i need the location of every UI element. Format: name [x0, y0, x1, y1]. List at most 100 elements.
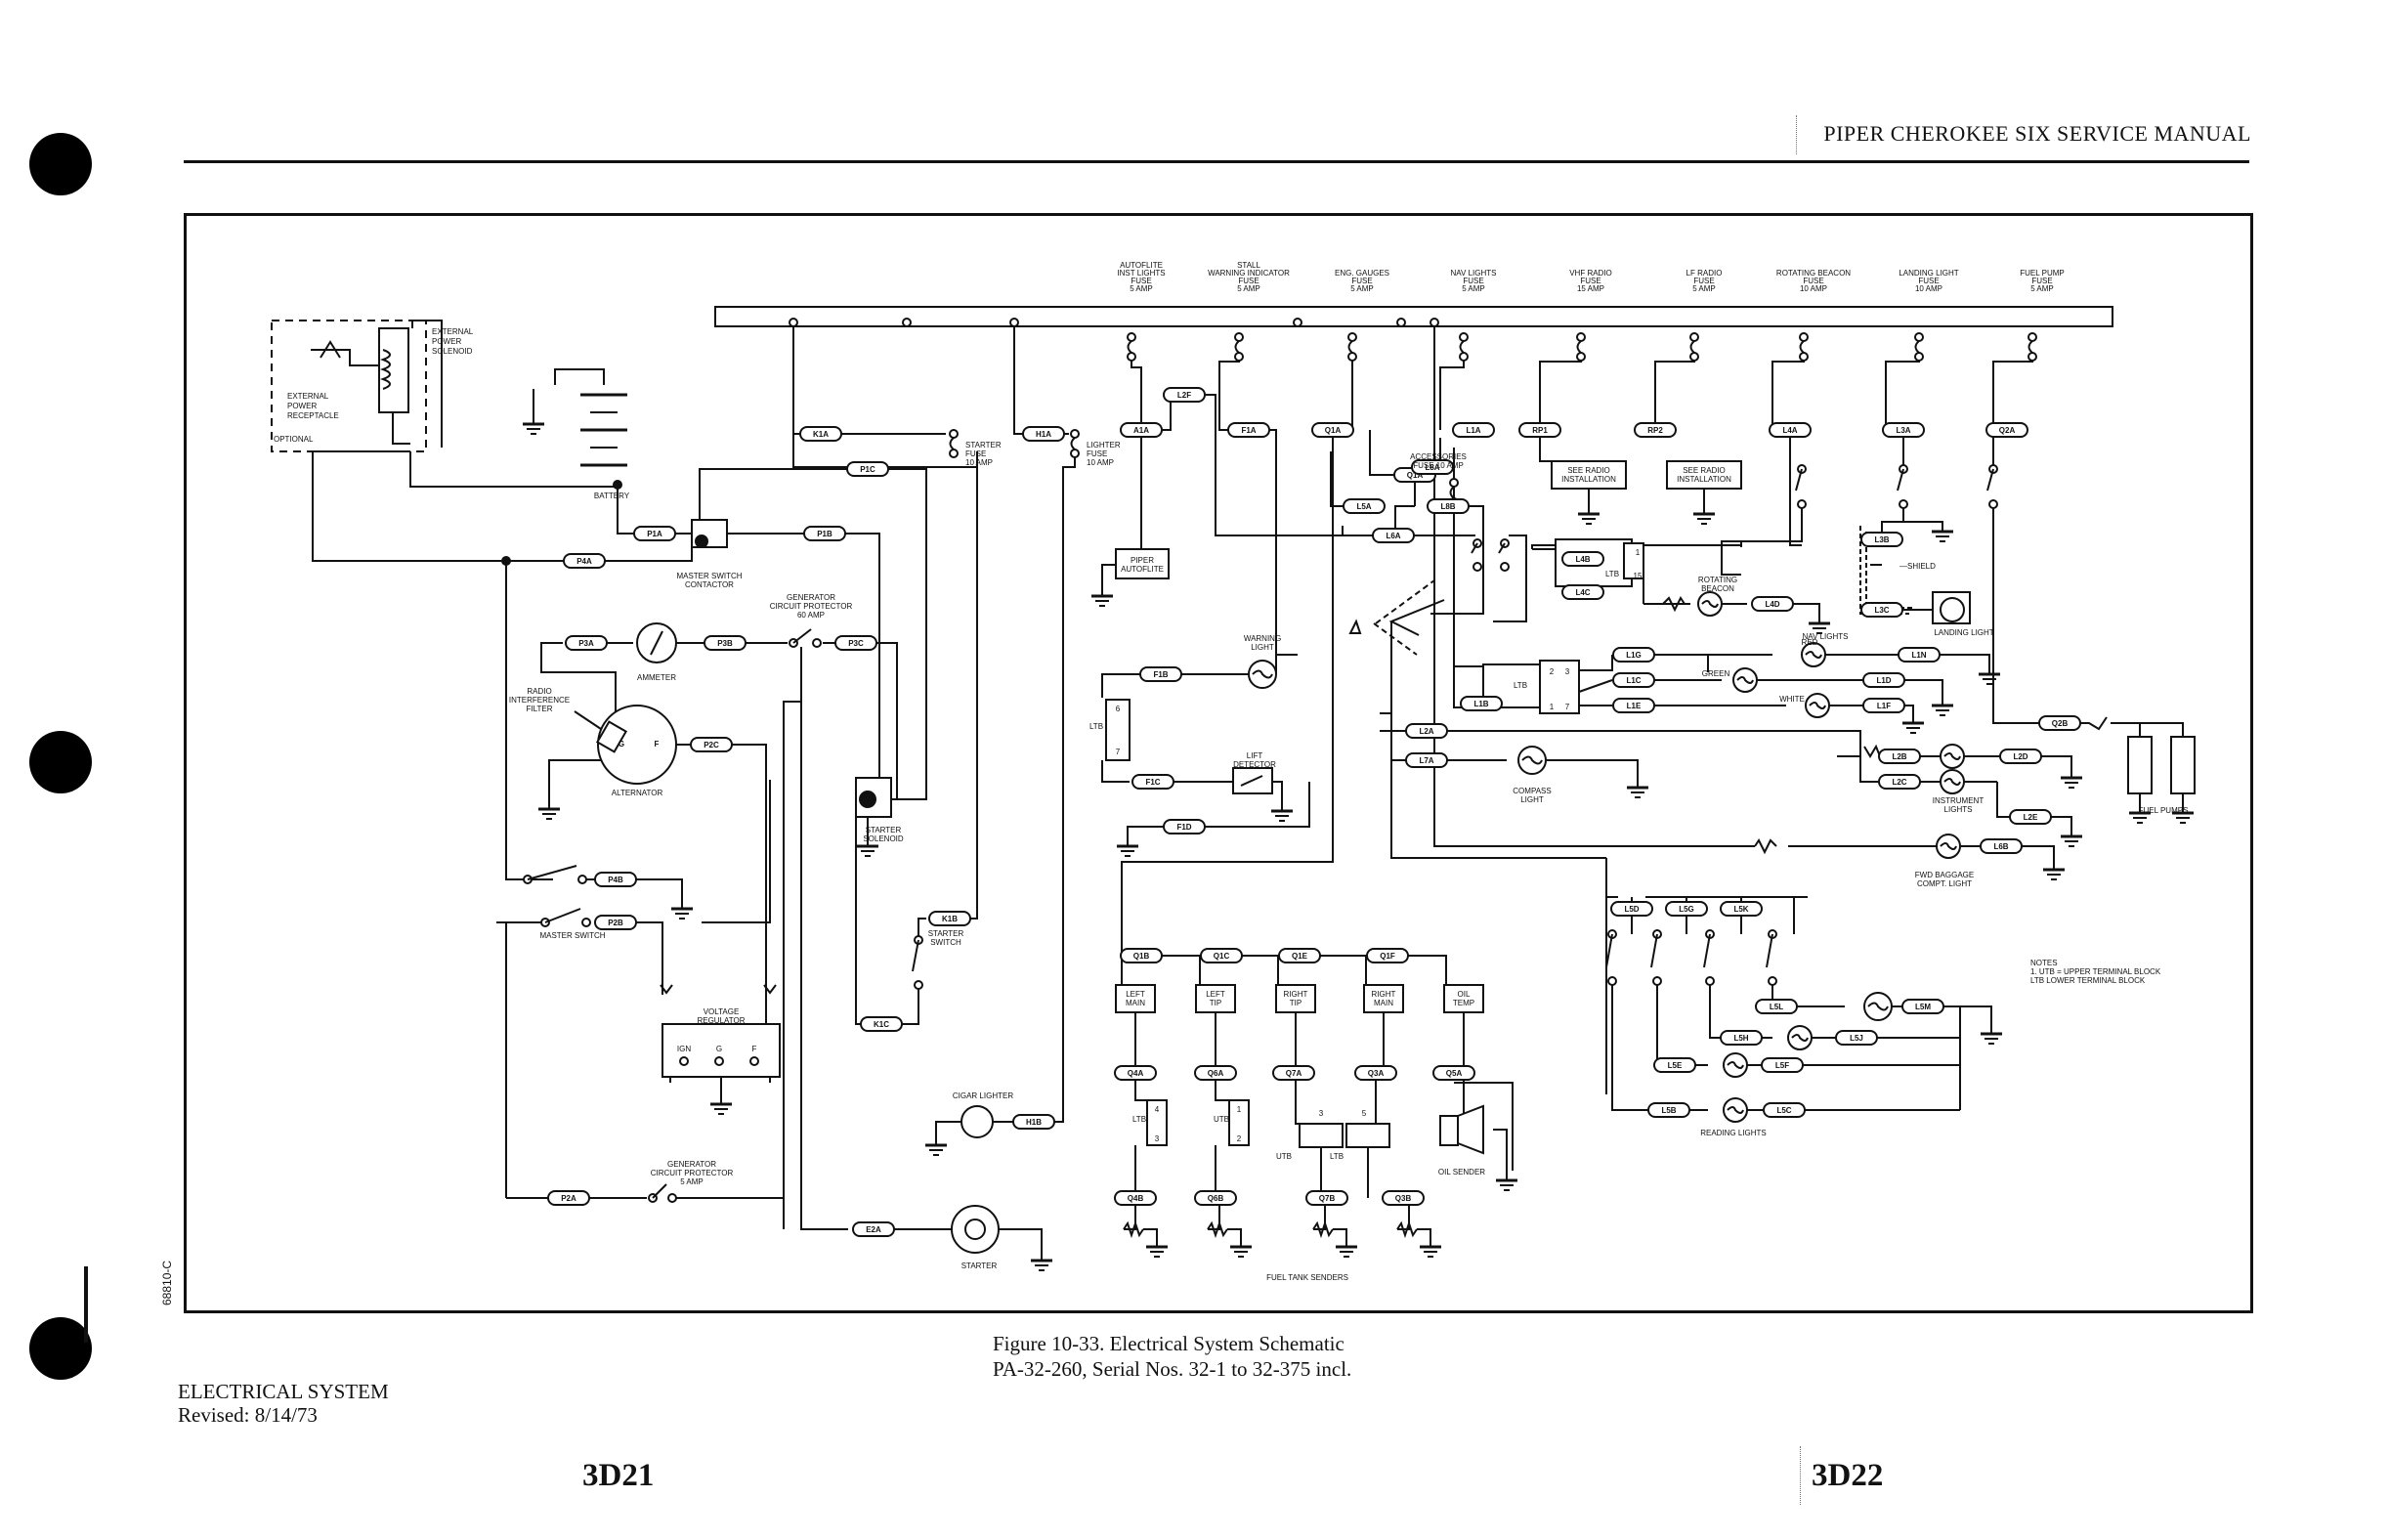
wire — [1992, 504, 2040, 724]
wire — [1996, 782, 2011, 818]
fuse-label: 5 AMP — [1692, 284, 1716, 293]
wire — [1940, 654, 1990, 666]
label: TIP — [1290, 999, 1302, 1007]
wire-tag-l2d-label: L2D — [2013, 752, 2027, 761]
wire — [1272, 781, 1283, 803]
wire-tag-f1c-label: F1C — [1145, 778, 1160, 787]
label: SEE RADIO — [1567, 466, 1610, 475]
label: LTB — [1132, 1115, 1146, 1124]
wire — [392, 412, 410, 445]
label: DETECTOR — [1233, 760, 1276, 769]
label: 5 — [1362, 1109, 1367, 1118]
oil-sender-base — [1439, 1115, 1459, 1146]
terminal — [1347, 332, 1357, 342]
wire-tag-l5a — [1343, 498, 1386, 514]
lamp-filament — [1940, 842, 1957, 850]
fuse-link — [1914, 340, 1920, 354]
label: BATTERY — [594, 492, 630, 500]
label: ACCESSORIES — [1410, 452, 1467, 461]
label: STARTER — [961, 1262, 998, 1270]
terminal — [1705, 976, 1715, 986]
wire-tag-l4a — [1769, 422, 1812, 438]
label: MASTER SWITCH — [676, 572, 742, 580]
fuse-label: INST LIGHTS — [1117, 269, 1165, 278]
terminal — [1234, 352, 1244, 362]
wire — [1439, 357, 1465, 430]
label: SEE RADIO — [1683, 466, 1726, 475]
wire — [409, 451, 618, 488]
label: GREEN — [1702, 669, 1730, 678]
wire — [1208, 1198, 1220, 1230]
wire-tag-p3b-label: P3B — [717, 639, 733, 648]
fuse-label: 5 AMP — [1130, 284, 1153, 293]
label: 10 AMP — [1087, 458, 1114, 467]
fuse-label: FUSE — [1918, 277, 1939, 285]
fuse-link — [1070, 437, 1076, 450]
terminal — [1914, 352, 1924, 362]
wire — [1709, 981, 1726, 1039]
terminal — [1127, 352, 1136, 362]
fuse-link — [1459, 340, 1465, 354]
fuse-link — [1234, 340, 1240, 354]
wire — [1134, 1081, 1147, 1101]
terminal — [1459, 332, 1469, 342]
gauge-right-tip — [1275, 984, 1316, 1013]
terminal — [1009, 318, 1019, 327]
wire-tag-rp1 — [1518, 422, 1561, 438]
wire-tag-l3a — [1882, 422, 1925, 438]
wire-tag-q6a-label: Q6A — [1208, 1069, 1224, 1078]
junction-dot — [613, 480, 622, 490]
wire-tag-p2b — [594, 915, 637, 930]
wire — [792, 375, 977, 468]
wire-tag-q1c-label: Q1C — [1214, 952, 1230, 961]
label: UTB — [1276, 1152, 1292, 1161]
wire-tag-f1b-label: F1B — [1153, 670, 1168, 679]
switch-blade — [1650, 933, 1658, 968]
wire-tag-k1a-label: K1A — [813, 430, 829, 439]
terminal — [1689, 352, 1699, 362]
wire-tag-l5b — [1647, 1102, 1690, 1118]
wire — [1330, 451, 1344, 507]
fuse-label: FUSE — [2031, 277, 2052, 285]
wire-tag-a1a — [1120, 422, 1163, 438]
fuse-label: 5 AMP — [1462, 284, 1485, 293]
wire-tag-p4a — [563, 553, 606, 569]
wire-tag-p2c-label: P2C — [704, 741, 719, 749]
wire — [1131, 357, 1142, 430]
wire — [505, 561, 553, 880]
label: LIGHT — [1520, 795, 1544, 804]
ext-power-dashed-box — [271, 320, 427, 452]
switch-blade — [544, 908, 581, 923]
fuse-label: FUSE — [1463, 277, 1483, 285]
wire-tag-q3a-label: Q3A — [1368, 1069, 1385, 1078]
wire-tag-l5k — [1720, 901, 1763, 917]
wire-tag-p2c — [690, 737, 733, 752]
wire — [1943, 1005, 1992, 1026]
fuse-label: 5 AMP — [2030, 284, 2054, 293]
wire — [574, 710, 605, 732]
wire — [1124, 1198, 1136, 1230]
potentiometer — [1348, 619, 1362, 634]
wire — [1417, 955, 1447, 985]
drawing-code: 68810-C — [160, 1260, 174, 1305]
wire — [1605, 858, 1618, 898]
wire-tag-l1b-label: L1B — [1473, 700, 1488, 708]
wire — [792, 326, 805, 435]
label: BEACON — [1701, 584, 1734, 593]
fuel-pump-1 — [2127, 736, 2153, 794]
label: RECEPTACLE — [287, 411, 339, 420]
wire-tag-l1e — [1612, 698, 1655, 713]
wire — [1269, 429, 1277, 655]
terminal — [949, 449, 959, 458]
wire-tag-p1c — [846, 461, 889, 477]
wire — [1101, 673, 1140, 698]
wire — [1295, 1081, 1300, 1125]
label: 1. UTB = UPPER TERMINAL BLOCK — [2030, 967, 2161, 976]
fuse-label: 5 AMP — [1350, 284, 1374, 293]
wire-tag-q2a — [1985, 422, 2028, 438]
wire-tag-k1b — [928, 911, 971, 926]
wire — [1904, 679, 1943, 698]
label: RIGHT — [1372, 990, 1396, 999]
wire — [1454, 1082, 1514, 1171]
terminal — [812, 638, 822, 648]
